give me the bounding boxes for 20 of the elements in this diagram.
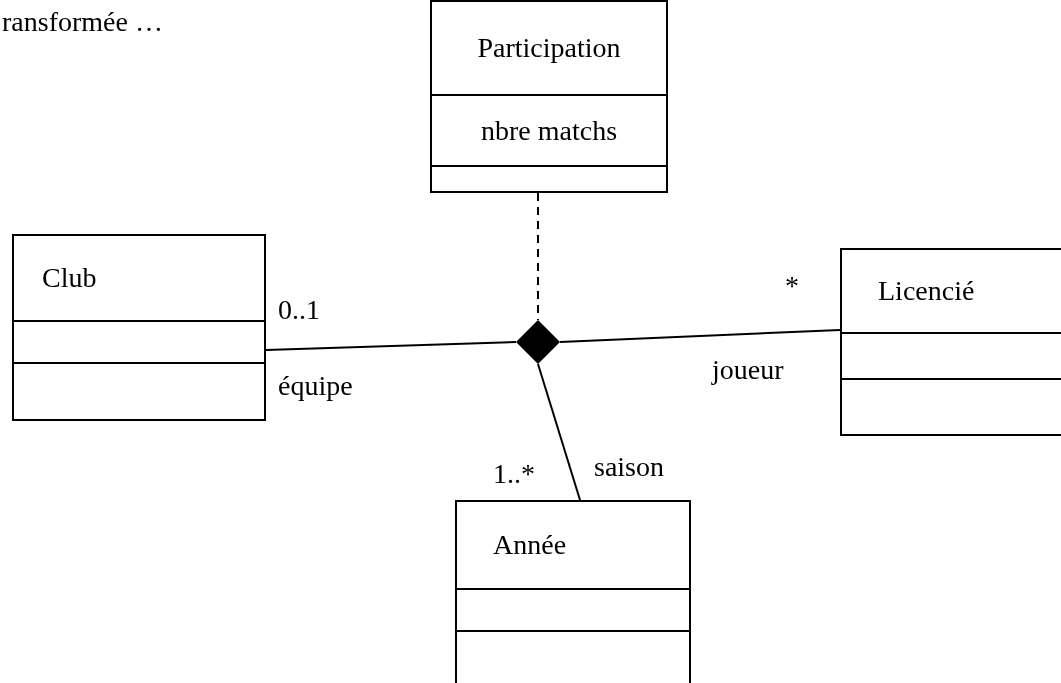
role-label: saison	[594, 453, 664, 481]
multiplicity-label: *	[785, 272, 799, 300]
dashed-line	[537, 192, 539, 321]
multiplicity-label: 1..*	[493, 460, 535, 488]
association-line	[559, 329, 841, 343]
class-name: Participation	[477, 34, 621, 62]
attribute-text: nbre matchs	[480, 116, 618, 145]
heading-text: ransformée …	[2, 8, 163, 36]
class-box	[840, 248, 1061, 436]
association-line	[537, 363, 581, 501]
class-name: Licencié	[878, 277, 975, 305]
class-name: Club	[42, 264, 97, 292]
class-name: Année	[493, 531, 567, 559]
class-box	[12, 234, 266, 421]
class-box	[455, 500, 691, 683]
association-line	[265, 341, 517, 351]
class-box	[430, 0, 668, 193]
role-label: joueur	[712, 356, 784, 384]
multiplicity-label: 0..1	[278, 296, 320, 324]
role-label: équipe	[278, 372, 353, 400]
